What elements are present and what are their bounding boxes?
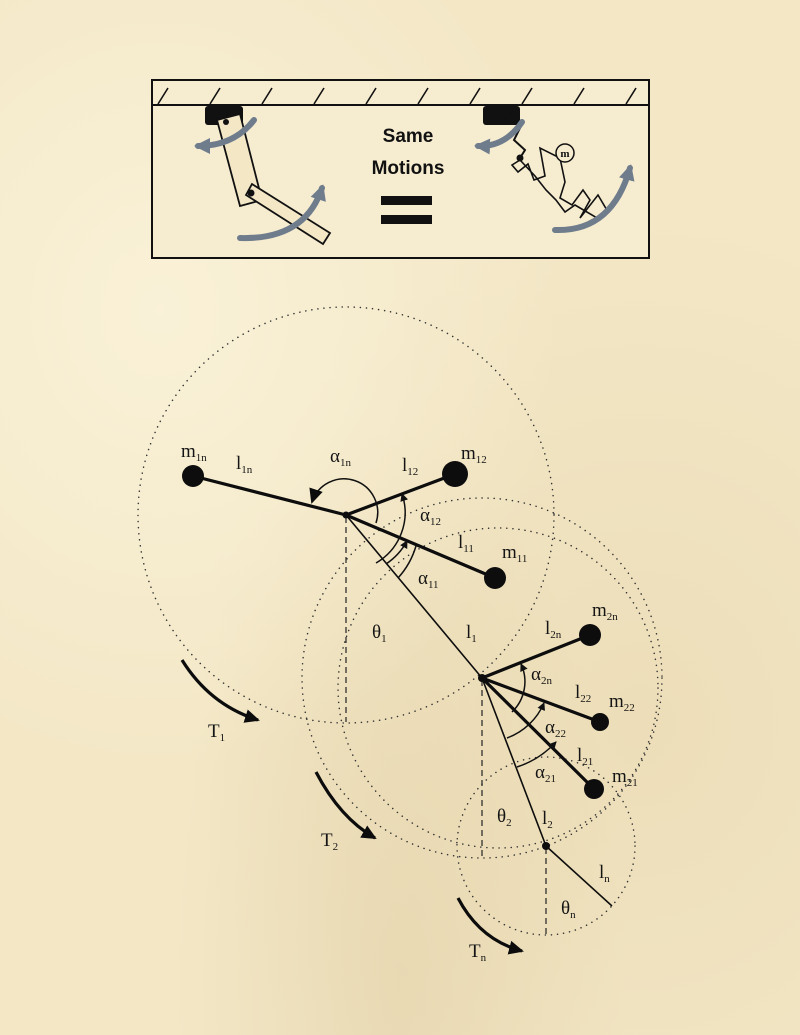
label-alpha21: α21: [535, 762, 556, 785]
mass-m12: [442, 461, 468, 487]
mass-m1n: [182, 465, 204, 487]
torque-arrow-T2: [316, 772, 375, 838]
label-T1: T1: [208, 721, 225, 744]
torque-arrow-Tn: [458, 898, 522, 951]
mass-m22: [591, 713, 609, 731]
pivot-node-1: [343, 512, 350, 519]
label-T2: T2: [321, 830, 338, 853]
label-l1n: l1n: [236, 453, 253, 476]
mass-m21: [584, 779, 604, 799]
caption-line1: Same: [383, 126, 434, 147]
label-l1: l1: [466, 622, 477, 645]
label-alpha1n: α1n: [330, 446, 351, 469]
label-l2n: l2n: [545, 618, 562, 641]
label-m21: m21: [612, 766, 638, 789]
label-l12: l12: [402, 455, 418, 478]
label-l22: l22: [575, 682, 591, 705]
label-alpha22: α22: [545, 717, 566, 740]
pivot-node-3: [542, 842, 550, 850]
multi-pendulum-diagram: [138, 307, 662, 951]
label-m1n: m1n: [181, 441, 207, 464]
label-theta1: θ1: [372, 622, 387, 645]
mass-m11: [484, 567, 506, 589]
label-alpha12: α12: [420, 505, 441, 528]
label-thetan: θn: [561, 898, 576, 921]
diagram-labels: m1n l1n α1n l12 m12 α12 l11 m11 α11 θ1 l…: [181, 441, 638, 964]
label-alpha2n: α2n: [531, 664, 552, 687]
label-ln: ln: [599, 862, 610, 885]
torque-arrow-T1: [182, 660, 258, 720]
left-joint: [248, 190, 255, 197]
arc-alpha2n: [512, 664, 525, 712]
left-pivot: [223, 119, 229, 125]
pivot-node-2: [478, 674, 486, 682]
label-l11: l11: [458, 532, 474, 555]
rod-l1n: [193, 476, 346, 515]
caption-line2: Motions: [372, 158, 445, 179]
label-m11: m11: [502, 542, 527, 565]
label-m12: m12: [461, 443, 487, 466]
right-joint: [517, 155, 524, 162]
right-mass-label: m: [560, 148, 569, 160]
equivalence-panel: Same Motions m: [152, 80, 649, 258]
label-l21: l21: [577, 745, 593, 768]
label-alpha11: α11: [418, 568, 439, 591]
label-Tn: Tn: [469, 941, 487, 964]
label-m22: m22: [609, 691, 635, 714]
label-theta2: θ2: [497, 806, 512, 829]
mass-m2n: [579, 624, 601, 646]
rod-l12: [346, 474, 455, 515]
label-l2: l2: [542, 808, 553, 831]
label-m2n: m2n: [592, 600, 618, 623]
right-pivot: [504, 117, 510, 123]
